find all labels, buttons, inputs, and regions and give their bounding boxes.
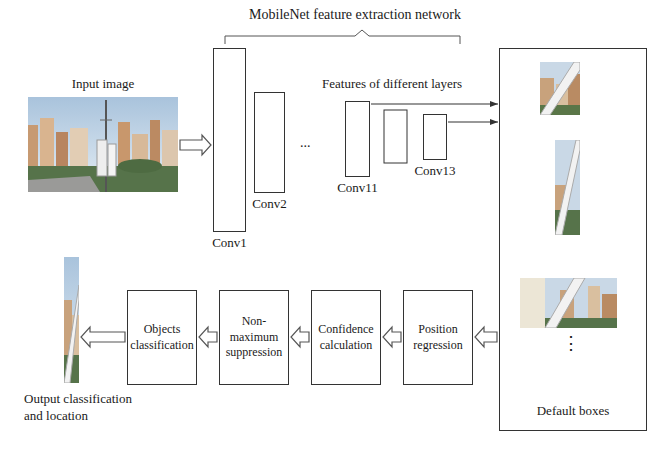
sky — [540, 62, 580, 115]
roof — [28, 176, 100, 192]
antenna-panel — [97, 140, 107, 176]
node-label: Conv11 — [337, 180, 378, 197]
default-box-crop — [555, 140, 580, 235]
flow-arrow — [475, 327, 497, 347]
conv-layer: Conv2 — [254, 92, 285, 193]
node-label: Confidence calculation — [315, 322, 377, 353]
conv-layer: Conv11 — [345, 101, 370, 177]
input-photo — [28, 97, 178, 192]
sky — [555, 140, 580, 235]
pole — [540, 62, 580, 115]
conv-layer: Conv13 — [423, 114, 447, 160]
sky — [28, 97, 178, 192]
bracket — [225, 30, 460, 44]
node-label: Non-maximum suppression — [223, 314, 285, 361]
flow-arrow — [81, 327, 125, 347]
title: MobileNet feature extraction network — [195, 6, 515, 24]
conv-layer — [384, 110, 407, 163]
process-box: Non-maximum suppression — [219, 290, 289, 385]
sky — [520, 278, 617, 328]
node-label: Position regression — [407, 322, 469, 353]
node-label: Conv13 — [414, 163, 455, 180]
pole — [555, 140, 580, 235]
node-label: Input image — [28, 76, 178, 93]
node-label: Conv1 — [212, 235, 247, 252]
annotation: Features of different layers — [322, 76, 462, 92]
output-photo — [64, 257, 79, 383]
flow-arrow — [199, 327, 217, 347]
antenna-panel — [108, 144, 116, 176]
flow-arrow — [383, 327, 401, 347]
feature-arrow — [448, 121, 498, 122]
flow-arrow — [180, 135, 211, 155]
process-box: Objects classification — [127, 290, 197, 385]
pole — [545, 278, 585, 328]
conv-layer: Conv1 — [213, 48, 246, 232]
trees — [118, 159, 162, 173]
feature-arrow — [371, 103, 498, 104]
node-label: Objects classification — [130, 322, 193, 353]
input-image: Input image — [28, 76, 178, 193]
wall — [520, 278, 545, 328]
pole — [64, 285, 79, 383]
node-label: Conv2 — [252, 196, 287, 213]
node-label: Default boxes — [500, 403, 646, 420]
output-image: Output classification and location — [64, 257, 79, 383]
default-boxes-panel: Default boxes — [499, 48, 647, 431]
process-box: Position regression — [403, 290, 473, 385]
process-box: Confidence calculation — [311, 290, 381, 385]
default-box-crop — [520, 278, 617, 328]
sky — [64, 257, 79, 383]
vertical-ellipsis: ⋮ — [562, 332, 580, 355]
default-box-crop — [540, 62, 580, 115]
node-label: Output classification and location — [24, 391, 144, 425]
mast-bar — [100, 120, 112, 121]
ellipsis: ... — [300, 134, 311, 152]
flow-arrow — [291, 327, 309, 347]
